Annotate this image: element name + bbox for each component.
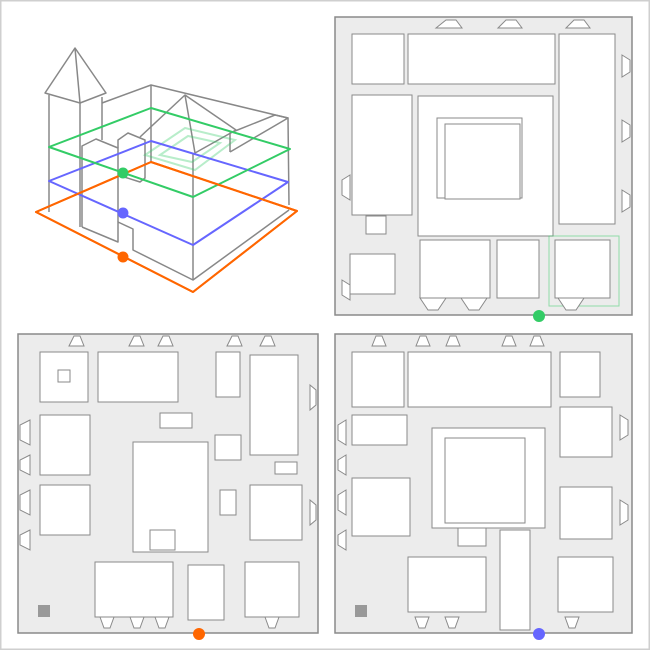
inner-wing bbox=[229, 114, 289, 153]
second-floor-plan-marker[interactable] bbox=[533, 310, 545, 322]
back-wall-top bbox=[101, 84, 290, 206]
ground-floor-marker[interactable] bbox=[117, 251, 129, 263]
second-floor-outline bbox=[48, 107, 291, 198]
gatehouse-right bbox=[117, 132, 146, 183]
upper-courtyard-lines bbox=[142, 126, 238, 172]
first-floor-plan-marker[interactable] bbox=[533, 628, 545, 640]
second-floor-plan bbox=[334, 16, 633, 322]
ground-floor-plan-marker[interactable] bbox=[193, 628, 205, 640]
castle-wireframe-overview bbox=[35, 47, 298, 293]
second-floor-marker[interactable] bbox=[117, 167, 129, 179]
first-floor-plan bbox=[334, 333, 633, 640]
tower-roof-edge bbox=[74, 47, 81, 104]
ground-floor-outline-front bbox=[35, 161, 298, 293]
first-floor-outline bbox=[48, 140, 289, 246]
first-floor-marker[interactable] bbox=[117, 207, 129, 219]
tower-roof bbox=[44, 47, 107, 104]
ground-floor-plan bbox=[17, 333, 319, 640]
